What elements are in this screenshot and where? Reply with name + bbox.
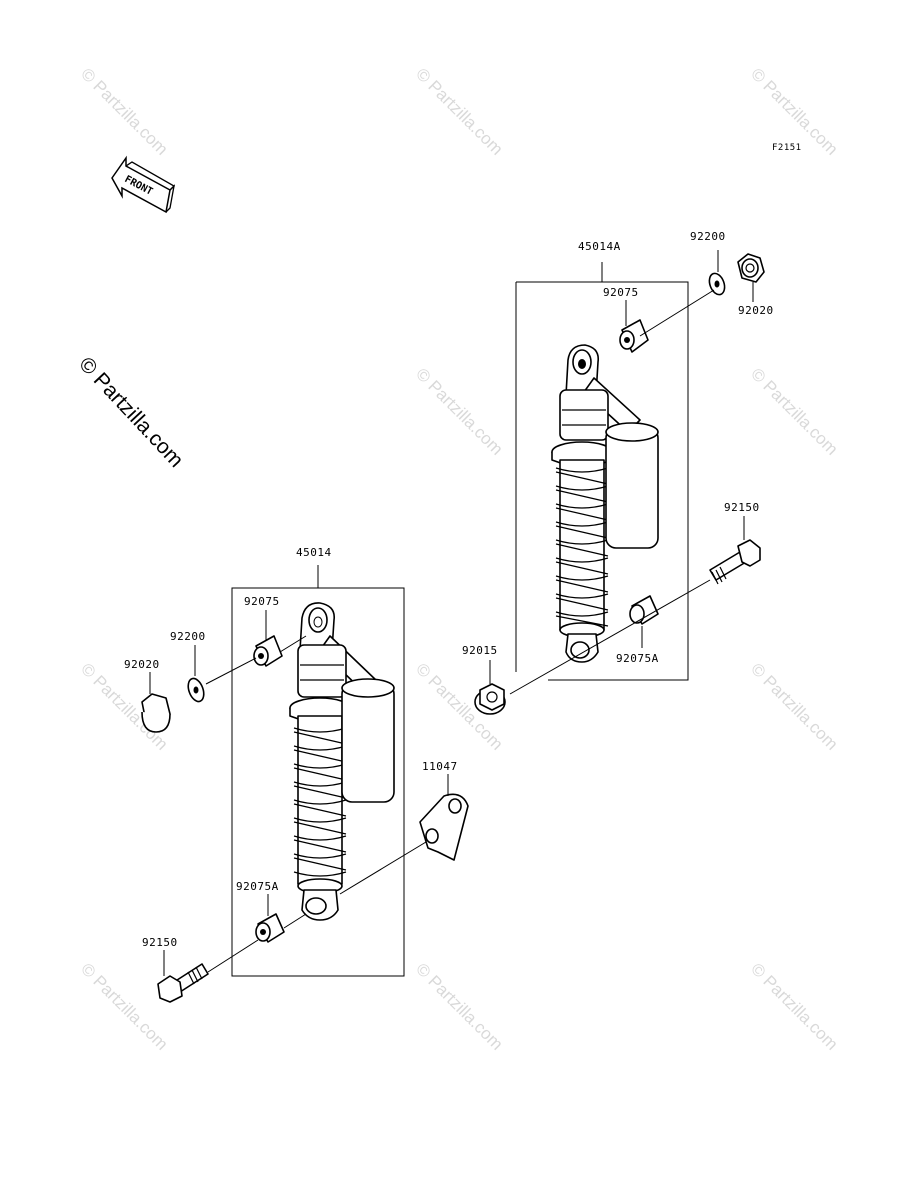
part-number-92015[interactable]: 92015: [462, 644, 498, 657]
part-number-92150-right[interactable]: 92150: [724, 501, 760, 514]
watermark-grid: © Partzilla.com © Partzilla.com © Partzi…: [74, 64, 841, 1053]
part-number-11047[interactable]: 11047: [422, 760, 458, 773]
part-labels: 45014A 92200 92075 92020 92150 92015 920…: [124, 230, 774, 949]
bushing-icon: [619, 319, 649, 353]
bushing-icon: [255, 913, 285, 943]
watermark: © Partzilla.com: [747, 364, 841, 458]
front-arrow-icon: FRONT: [111, 155, 176, 214]
part-number-92075a-right[interactable]: 92075A: [616, 652, 659, 665]
shock-absorber-icon: [551, 344, 659, 663]
side-watermark: © Partzilla.com: [74, 353, 187, 472]
bushing-icon: [629, 595, 659, 625]
watermark: © Partzilla.com: [412, 959, 506, 1053]
watermark: © Partzilla.com: [77, 959, 171, 1053]
watermark: © Partzilla.com: [747, 959, 841, 1053]
part-number-92075a-left[interactable]: 92075A: [236, 880, 279, 893]
shock-absorber-icon: [289, 602, 395, 921]
bushing-icon: [253, 635, 283, 667]
bolt-icon: [709, 539, 761, 585]
shock-assembly-left: [141, 565, 469, 1003]
part-number-45014a[interactable]: 45014A: [578, 240, 621, 253]
part-number-45014[interactable]: 45014: [296, 546, 332, 559]
washer-icon: [187, 677, 205, 703]
watermark: © Partzilla.com: [77, 64, 171, 158]
part-number-92150-left[interactable]: 92150: [142, 936, 178, 949]
nut-icon: [737, 253, 765, 283]
part-number-92200-left[interactable]: 92200: [170, 630, 206, 643]
nut-icon: [474, 683, 506, 715]
bolt-icon: [157, 963, 209, 1003]
shock-assembly-right: [474, 250, 765, 715]
part-number-92020-right[interactable]: 92020: [738, 304, 774, 317]
part-number-92020-left[interactable]: 92020: [124, 658, 160, 671]
watermark: © Partzilla.com: [412, 364, 506, 458]
watermark: © Partzilla.com: [747, 659, 841, 753]
part-number-92075-right[interactable]: 92075: [603, 286, 639, 299]
nut-icon: [141, 693, 171, 733]
part-number-92075-left[interactable]: 92075: [244, 595, 280, 608]
washer-icon: [708, 272, 726, 296]
figure-code: F2151: [772, 143, 802, 153]
part-number-92200-right[interactable]: 92200: [690, 230, 726, 243]
bracket-icon: [419, 793, 469, 861]
watermark: © Partzilla.com: [412, 64, 506, 158]
